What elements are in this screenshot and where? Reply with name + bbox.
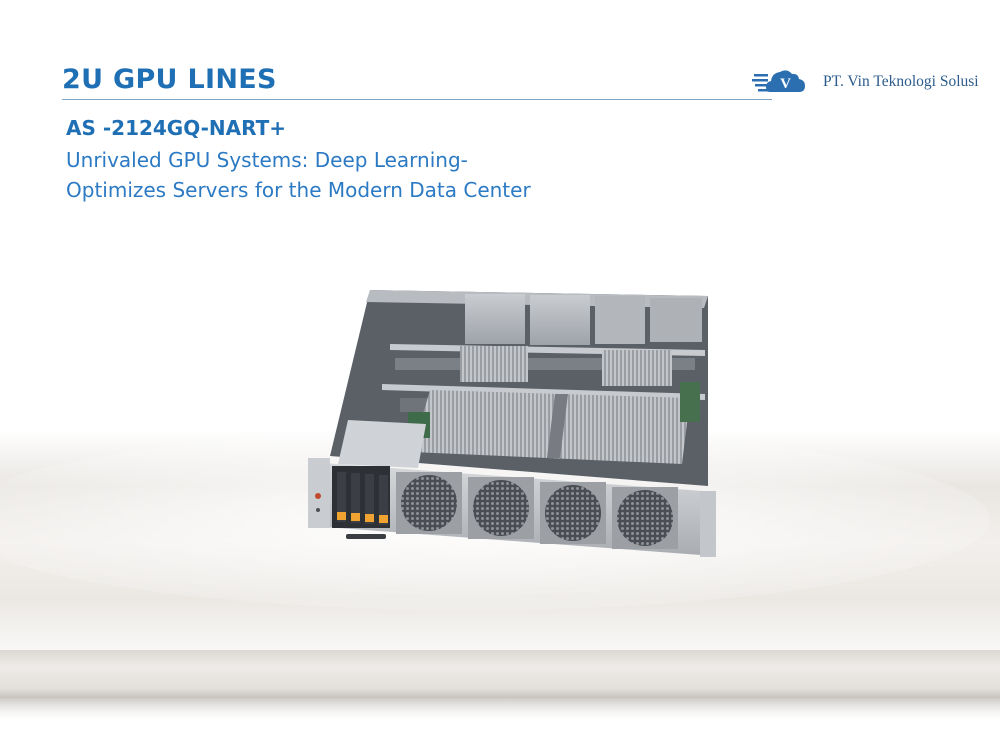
server-product-image	[308, 290, 716, 557]
product-tagline: Unrivaled GPU Systems: Deep Learning- Op…	[66, 145, 531, 205]
tagline-line-1: Unrivaled GPU Systems: Deep Learning-	[66, 148, 468, 172]
brand-logo: V PT. Vin Teknologi Solusi	[752, 66, 992, 98]
brand-mark-letter: V	[780, 76, 791, 92]
drive-bay-handles	[337, 472, 388, 525]
tagline-line-2: Optimizes Servers for the Modern Data Ce…	[66, 178, 531, 202]
brand-name: PT. Vin Teknologi Solusi	[823, 73, 979, 90]
title-divider	[62, 99, 772, 100]
page-title: 2U GPU LINES	[62, 64, 277, 95]
product-model: AS -2124GQ-NART+	[66, 116, 287, 140]
front-fans	[396, 472, 678, 549]
cloud-logo-icon: V	[752, 70, 805, 92]
